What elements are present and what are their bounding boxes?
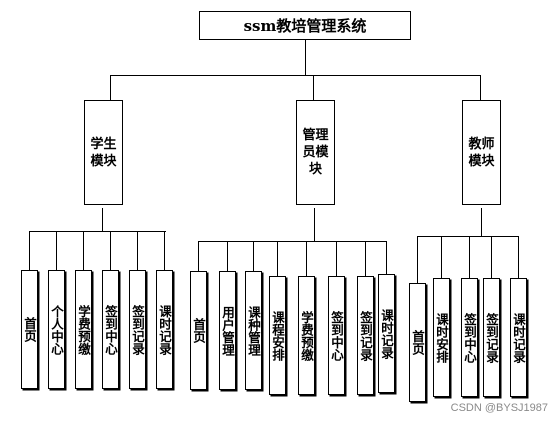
- leaf-label: 课时记录: [379, 308, 394, 359]
- teacher-bus: [418, 236, 518, 237]
- root-label: ssm教培管理系统: [243, 17, 367, 35]
- leaf-drop-line: [277, 241, 278, 276]
- student-connector-up: [110, 75, 111, 100]
- leaf-label: 签到记录: [130, 304, 145, 355]
- leaf-label: 课程安排: [270, 310, 285, 361]
- leaf-drop-line: [56, 231, 57, 270]
- leaf-drop-line: [164, 231, 165, 270]
- leaf-drop-line: [336, 241, 337, 276]
- leaf-label: 签到中心: [329, 310, 344, 361]
- module-admin-label: 管理员模块: [302, 128, 329, 177]
- leaf-teacher-checkin: 签到中心: [461, 278, 478, 397]
- module-admin: 管理员模块: [296, 100, 335, 205]
- leaf-teacher-schedule: 课时安排: [433, 278, 450, 397]
- leaf-label: 课时安排: [434, 312, 449, 363]
- module-teacher: 教师模块: [462, 100, 501, 205]
- leaf-admin-hours-records: 课时记录: [378, 274, 395, 393]
- leaf-admin-home: 首页: [190, 271, 207, 390]
- admin-bus: [199, 241, 387, 242]
- leaf-drop-line: [417, 236, 418, 283]
- leaf-label: 个人中心: [49, 304, 64, 355]
- student-connector-down: [102, 208, 103, 232]
- leaf-label: 课种管理: [246, 305, 261, 356]
- watermark: CSDN @BYSJ1987: [450, 402, 548, 414]
- leaf-teacher-hours-records: 课时记录: [510, 278, 527, 397]
- leaf-label: 学费预缴: [76, 304, 91, 355]
- leaf-drop-line: [198, 241, 199, 271]
- leaf-drop-line: [83, 231, 84, 270]
- leaf-admin-schedule: 课程安排: [269, 276, 286, 395]
- leaf-label: 课时记录: [157, 304, 172, 355]
- module-student: 学生模块: [84, 100, 123, 205]
- leaf-label: 用户管理: [220, 305, 235, 356]
- admin-connector-down: [314, 208, 315, 241]
- teacher-connector-down: [481, 208, 482, 236]
- leaf-student-tuition: 学费预缴: [75, 270, 92, 389]
- root-connector-horizontal: [110, 75, 481, 76]
- admin-connector-up: [313, 75, 314, 100]
- leaf-drop-line: [469, 236, 470, 278]
- leaf-student-checkin-records: 签到记录: [129, 270, 146, 389]
- leaf-admin-course-types: 课种管理: [245, 271, 262, 390]
- leaf-admin-users: 用户管理: [219, 271, 236, 390]
- leaf-label: 学费预缴: [299, 310, 314, 361]
- leaf-label: 课时记录: [511, 312, 526, 363]
- teacher-connector-up: [480, 75, 481, 100]
- leaf-label: 签到中心: [103, 304, 118, 355]
- leaf-drop-line: [365, 241, 366, 276]
- leaf-teacher-home: 首页: [409, 283, 426, 402]
- module-student-label: 学生模块: [90, 136, 117, 169]
- leaf-student-checkin: 签到中心: [102, 270, 119, 389]
- leaf-drop-line: [29, 231, 30, 270]
- leaf-label: 签到中心: [462, 312, 477, 363]
- leaf-admin-tuition: 学费预缴: [298, 276, 315, 395]
- student-bus: [30, 231, 166, 232]
- leaf-student-home: 首页: [21, 270, 38, 389]
- leaf-student-hours-records: 课时记录: [156, 270, 173, 389]
- leaf-drop-line: [110, 231, 111, 270]
- leaf-label: 首页: [410, 330, 425, 355]
- leaf-student-profile: 个人中心: [48, 270, 65, 389]
- leaf-label: 首页: [22, 317, 37, 342]
- module-teacher-label: 教师模块: [468, 136, 495, 169]
- leaf-drop-line: [386, 241, 387, 274]
- leaf-drop-line: [306, 241, 307, 276]
- leaf-drop-line: [227, 241, 228, 271]
- root-node: ssm教培管理系统: [199, 11, 411, 40]
- root-connector-down: [305, 40, 306, 75]
- leaf-label: 签到记录: [484, 312, 499, 363]
- leaf-drop-line: [491, 236, 492, 278]
- leaf-label: 首页: [191, 318, 206, 343]
- leaf-drop-line: [137, 231, 138, 270]
- leaf-admin-checkin: 签到中心: [328, 276, 345, 395]
- leaf-admin-checkin-records: 签到记录: [357, 276, 374, 395]
- leaf-teacher-checkin-records: 签到记录: [483, 278, 500, 397]
- leaf-label: 签到记录: [358, 310, 373, 361]
- leaf-drop-line: [441, 236, 442, 278]
- leaf-drop-line: [518, 236, 519, 278]
- leaf-drop-line: [253, 241, 254, 271]
